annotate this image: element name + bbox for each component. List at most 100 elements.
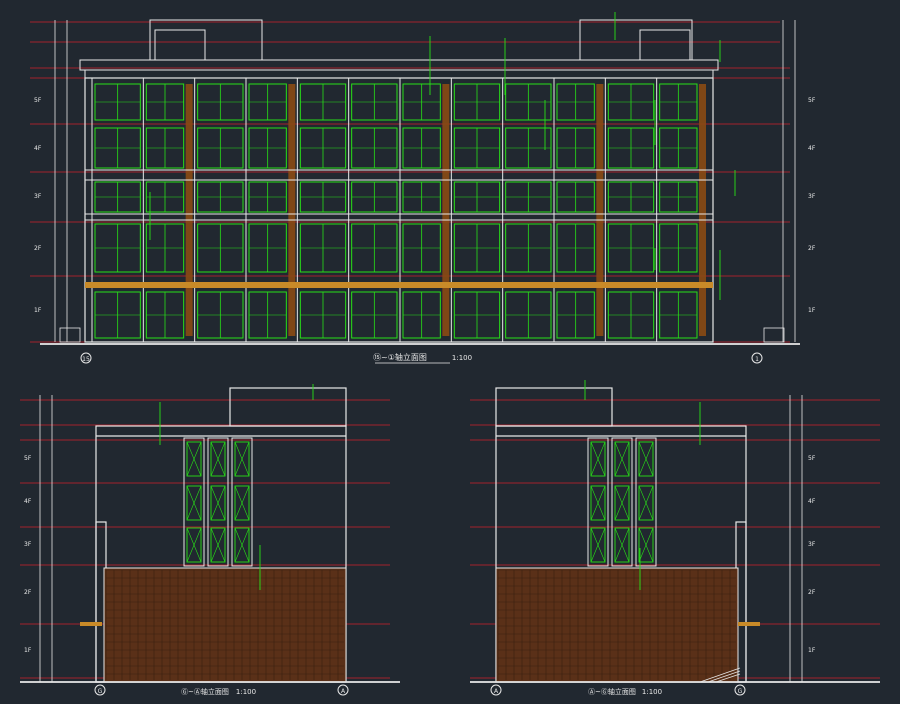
stair-window bbox=[234, 485, 250, 521]
floor-label: 3F bbox=[24, 541, 32, 548]
floor-bands bbox=[84, 169, 714, 288]
floor-label: 3F bbox=[808, 193, 816, 200]
left-side-elevation: 5F 4F 3F 2F 1F G A Ⓖ~Ⓐ轴立面图 1:100 bbox=[20, 384, 400, 696]
glazing-diagonal bbox=[590, 527, 606, 563]
stair-column bbox=[183, 437, 205, 567]
axis-label-right: A bbox=[341, 688, 346, 695]
entrance-steps bbox=[699, 667, 741, 683]
floor-labels: 5F 4F 3F 2F 1F bbox=[24, 455, 32, 654]
glazing-diagonal bbox=[614, 527, 630, 563]
glazing-diagonal bbox=[590, 485, 606, 521]
stair-column bbox=[231, 437, 253, 567]
leader-annotations bbox=[584, 380, 701, 590]
stair-window bbox=[234, 441, 250, 477]
floor-label: 1F bbox=[24, 647, 32, 654]
glazing-diagonal bbox=[234, 485, 250, 521]
stair-window bbox=[210, 527, 226, 563]
floor-label: 5F bbox=[808, 97, 816, 104]
facade-outline bbox=[84, 77, 714, 343]
floor-label: 4F bbox=[808, 498, 816, 505]
stair-window bbox=[186, 441, 202, 477]
podium-cladding bbox=[495, 567, 739, 683]
cladding-grid bbox=[497, 569, 736, 680]
glazing-diagonal bbox=[638, 441, 654, 477]
cladding-strip bbox=[596, 84, 604, 336]
scale-text: 1:100 bbox=[452, 354, 472, 362]
floor-label: 1F bbox=[34, 307, 42, 314]
title-text: Ⓐ~Ⓖ轴立面图 bbox=[588, 687, 636, 696]
stair-column bbox=[587, 437, 609, 567]
cladding-strip bbox=[699, 84, 706, 336]
stair-window bbox=[590, 527, 606, 563]
axis-bubble-left: 15 bbox=[80, 352, 92, 364]
stair-column bbox=[207, 437, 229, 567]
glazing-diagonal bbox=[614, 441, 630, 477]
stair-window bbox=[210, 441, 226, 477]
floor-label: 4F bbox=[24, 498, 32, 505]
drawing-title: Ⓖ~Ⓐ轴立面图 1:100 bbox=[181, 687, 256, 696]
glazing-diagonal bbox=[590, 441, 606, 477]
leader-annotations bbox=[149, 12, 736, 300]
axis-bubble-right: 1 bbox=[751, 352, 763, 364]
title-text: ⑮~①轴立面图 bbox=[373, 352, 427, 362]
glazing-diagonal bbox=[186, 527, 202, 563]
glazing-diagonal bbox=[638, 527, 654, 563]
floor-label: 2F bbox=[808, 245, 816, 252]
cladding-strip bbox=[288, 84, 296, 336]
floor-label: 2F bbox=[808, 589, 816, 596]
stair-window bbox=[590, 441, 606, 477]
podium-cladding bbox=[103, 567, 347, 683]
stair-window bbox=[186, 485, 202, 521]
axis-bubble-left: G bbox=[94, 684, 106, 696]
floor-label: 5F bbox=[24, 455, 32, 462]
axis-label-left: A bbox=[494, 688, 499, 695]
stair-window bbox=[234, 527, 250, 563]
scale-text: 1:100 bbox=[236, 688, 256, 696]
glazing-diagonal bbox=[614, 485, 630, 521]
floor-label: 5F bbox=[34, 97, 42, 104]
glazing-diagonal bbox=[638, 485, 654, 521]
stair-window bbox=[210, 485, 226, 521]
drawing-title: Ⓐ~Ⓖ轴立面图 1:100 bbox=[588, 687, 662, 696]
axis-label-right: G bbox=[738, 688, 743, 695]
stair-window bbox=[638, 441, 654, 477]
axis-bubble-left: A bbox=[490, 684, 502, 696]
glazing-diagonal bbox=[210, 485, 226, 521]
roof-parapets bbox=[79, 19, 719, 79]
entrance-steps bbox=[59, 327, 785, 343]
glazing-diagonal bbox=[186, 441, 202, 477]
axis-bubble-right: G bbox=[734, 684, 746, 696]
floor-label: 1F bbox=[808, 647, 816, 654]
floor-label: 1F bbox=[808, 307, 816, 314]
stair-window bbox=[590, 485, 606, 521]
stair-window bbox=[638, 485, 654, 521]
glazing-diagonal bbox=[210, 441, 226, 477]
dimension-chains bbox=[54, 20, 796, 342]
floor-label: 2F bbox=[24, 589, 32, 596]
band-accent bbox=[80, 622, 102, 626]
dimension-chains bbox=[39, 395, 53, 682]
drawing-title: ⑮~①轴立面图 1:100 bbox=[373, 352, 472, 364]
cladding-grid bbox=[105, 569, 344, 680]
title-text: Ⓖ~Ⓐ轴立面图 bbox=[181, 687, 229, 696]
glazing-diagonal bbox=[186, 485, 202, 521]
stair-window bbox=[614, 485, 630, 521]
axis-label-right: 1 bbox=[755, 356, 759, 363]
stair-window bbox=[614, 441, 630, 477]
glazing-diagonal bbox=[234, 441, 250, 477]
stair-column bbox=[611, 437, 633, 567]
stair-window bbox=[638, 527, 654, 563]
stair-window-stack bbox=[183, 437, 253, 567]
axis-label-left: G bbox=[98, 688, 103, 695]
stair-column bbox=[635, 437, 657, 567]
axis-label-left: 15 bbox=[82, 356, 90, 363]
dimension-chains bbox=[789, 395, 803, 682]
cladding-strip bbox=[442, 84, 450, 336]
stair-window bbox=[186, 527, 202, 563]
leader-annotations bbox=[159, 384, 314, 590]
